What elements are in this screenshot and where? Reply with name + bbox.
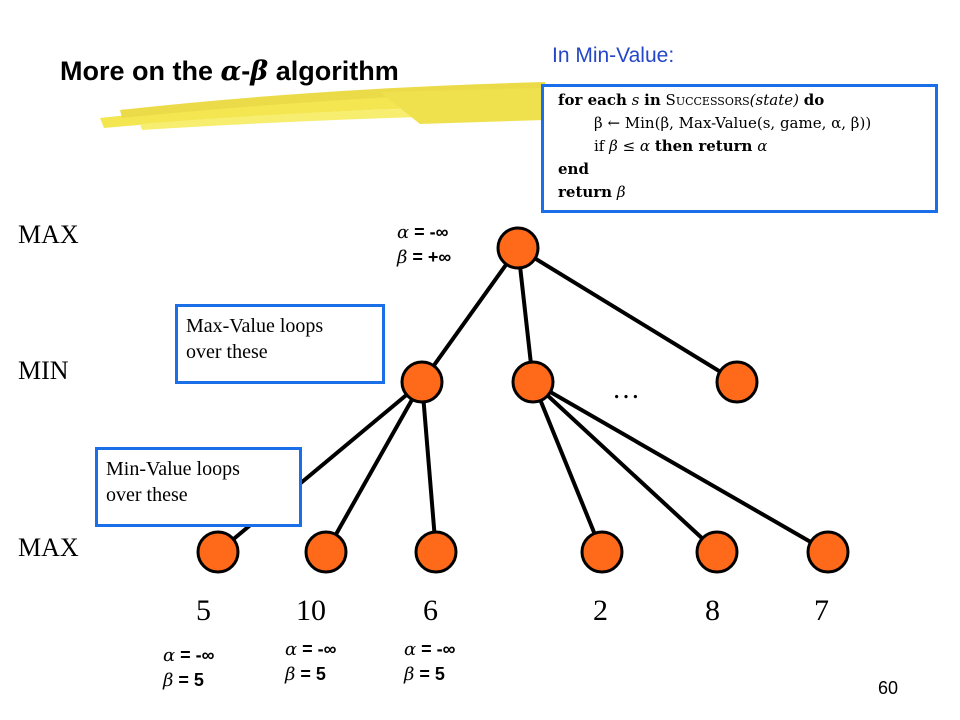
leaf-bounds-1: α = -∞ β = 5 xyxy=(163,643,215,693)
leaf-bounds-3: α = -∞ β = 5 xyxy=(404,637,456,687)
level-label-max-top: MAX xyxy=(18,220,79,249)
leaf-node-2 xyxy=(304,530,348,574)
min-node-1 xyxy=(400,360,444,404)
leaf-beta-line: β = 5 xyxy=(285,664,326,685)
level-label-max-bottom: MAX xyxy=(18,533,79,562)
edge-root-min1 xyxy=(420,246,520,384)
title-text: More on the xyxy=(60,56,221,86)
title-dash: - xyxy=(241,56,251,86)
code-heading: In Min-Value: xyxy=(552,44,675,67)
slide-title: More on the α-β algorithm xyxy=(60,56,399,87)
title-suffix: algorithm xyxy=(268,56,399,86)
min-node-2 xyxy=(511,360,555,404)
edge-min2-leaf5 xyxy=(531,380,719,554)
leaf-node-4 xyxy=(580,530,624,574)
leaf-value-4: 2 xyxy=(593,594,608,627)
code-line-1: for each s in Successors(state) do xyxy=(558,91,825,109)
leaf-node-6 xyxy=(806,530,850,574)
code-line-3: if β ≤ α then return α xyxy=(594,137,768,155)
leaf-node-3 xyxy=(414,530,458,574)
code-line-2: β ← Min(β, Max-Value(s, game, α, β)) xyxy=(594,114,872,132)
max-value-callout: Max-Value loops over these xyxy=(175,304,385,384)
callout-line: Max-Value loops xyxy=(186,315,324,337)
callout-line: over these xyxy=(186,341,268,363)
leaf-value-5: 8 xyxy=(705,594,720,627)
edge-root-min2 xyxy=(516,247,535,383)
leaf-alpha-line: α = -∞ xyxy=(285,639,337,660)
root-alpha-line: α = -∞ xyxy=(397,222,449,243)
leaf-value-1: 5 xyxy=(196,594,211,627)
edge-min1-leaf2 xyxy=(324,381,424,553)
edge-min1-leaf3 xyxy=(420,381,438,553)
root-bounds: α = -∞ β = +∞ xyxy=(397,220,451,270)
leaf-node-1 xyxy=(196,530,240,574)
leaf-value-2: 10 xyxy=(296,594,326,627)
more-nodes-ellipsis: … xyxy=(612,374,643,405)
code-line-5: return β xyxy=(558,183,626,201)
edge-min2-leaf6 xyxy=(532,380,829,554)
callout-line: Min-Value loops xyxy=(106,458,240,480)
edge-min2-leaf4 xyxy=(531,381,604,553)
leaf-beta-line: β = 5 xyxy=(163,670,204,691)
min-node-3 xyxy=(715,360,759,404)
leaf-alpha-line: α = -∞ xyxy=(404,639,456,660)
callout-line: over these xyxy=(106,484,188,506)
leaf-bounds-2: α = -∞ β = 5 xyxy=(285,637,337,687)
leaf-value-6: 7 xyxy=(814,594,829,627)
leaf-alpha-line: α = -∞ xyxy=(163,645,215,666)
leaf-value-3: 6 xyxy=(423,594,438,627)
page-number: 60 xyxy=(877,678,898,698)
title-alpha: α xyxy=(220,56,242,87)
root-node xyxy=(496,226,540,270)
leaf-beta-line: β = 5 xyxy=(404,664,445,685)
leaf-node-5 xyxy=(695,530,739,574)
code-box: for each s in Successors(state) do β ← M… xyxy=(541,84,938,213)
root-beta-line: β = +∞ xyxy=(397,247,452,268)
code-line-4: end xyxy=(558,160,589,178)
level-label-min: MIN xyxy=(18,356,69,385)
min-value-callout: Min-Value loops over these xyxy=(95,447,302,527)
edge-root-min3 xyxy=(516,246,739,384)
title-beta: β xyxy=(250,56,269,87)
